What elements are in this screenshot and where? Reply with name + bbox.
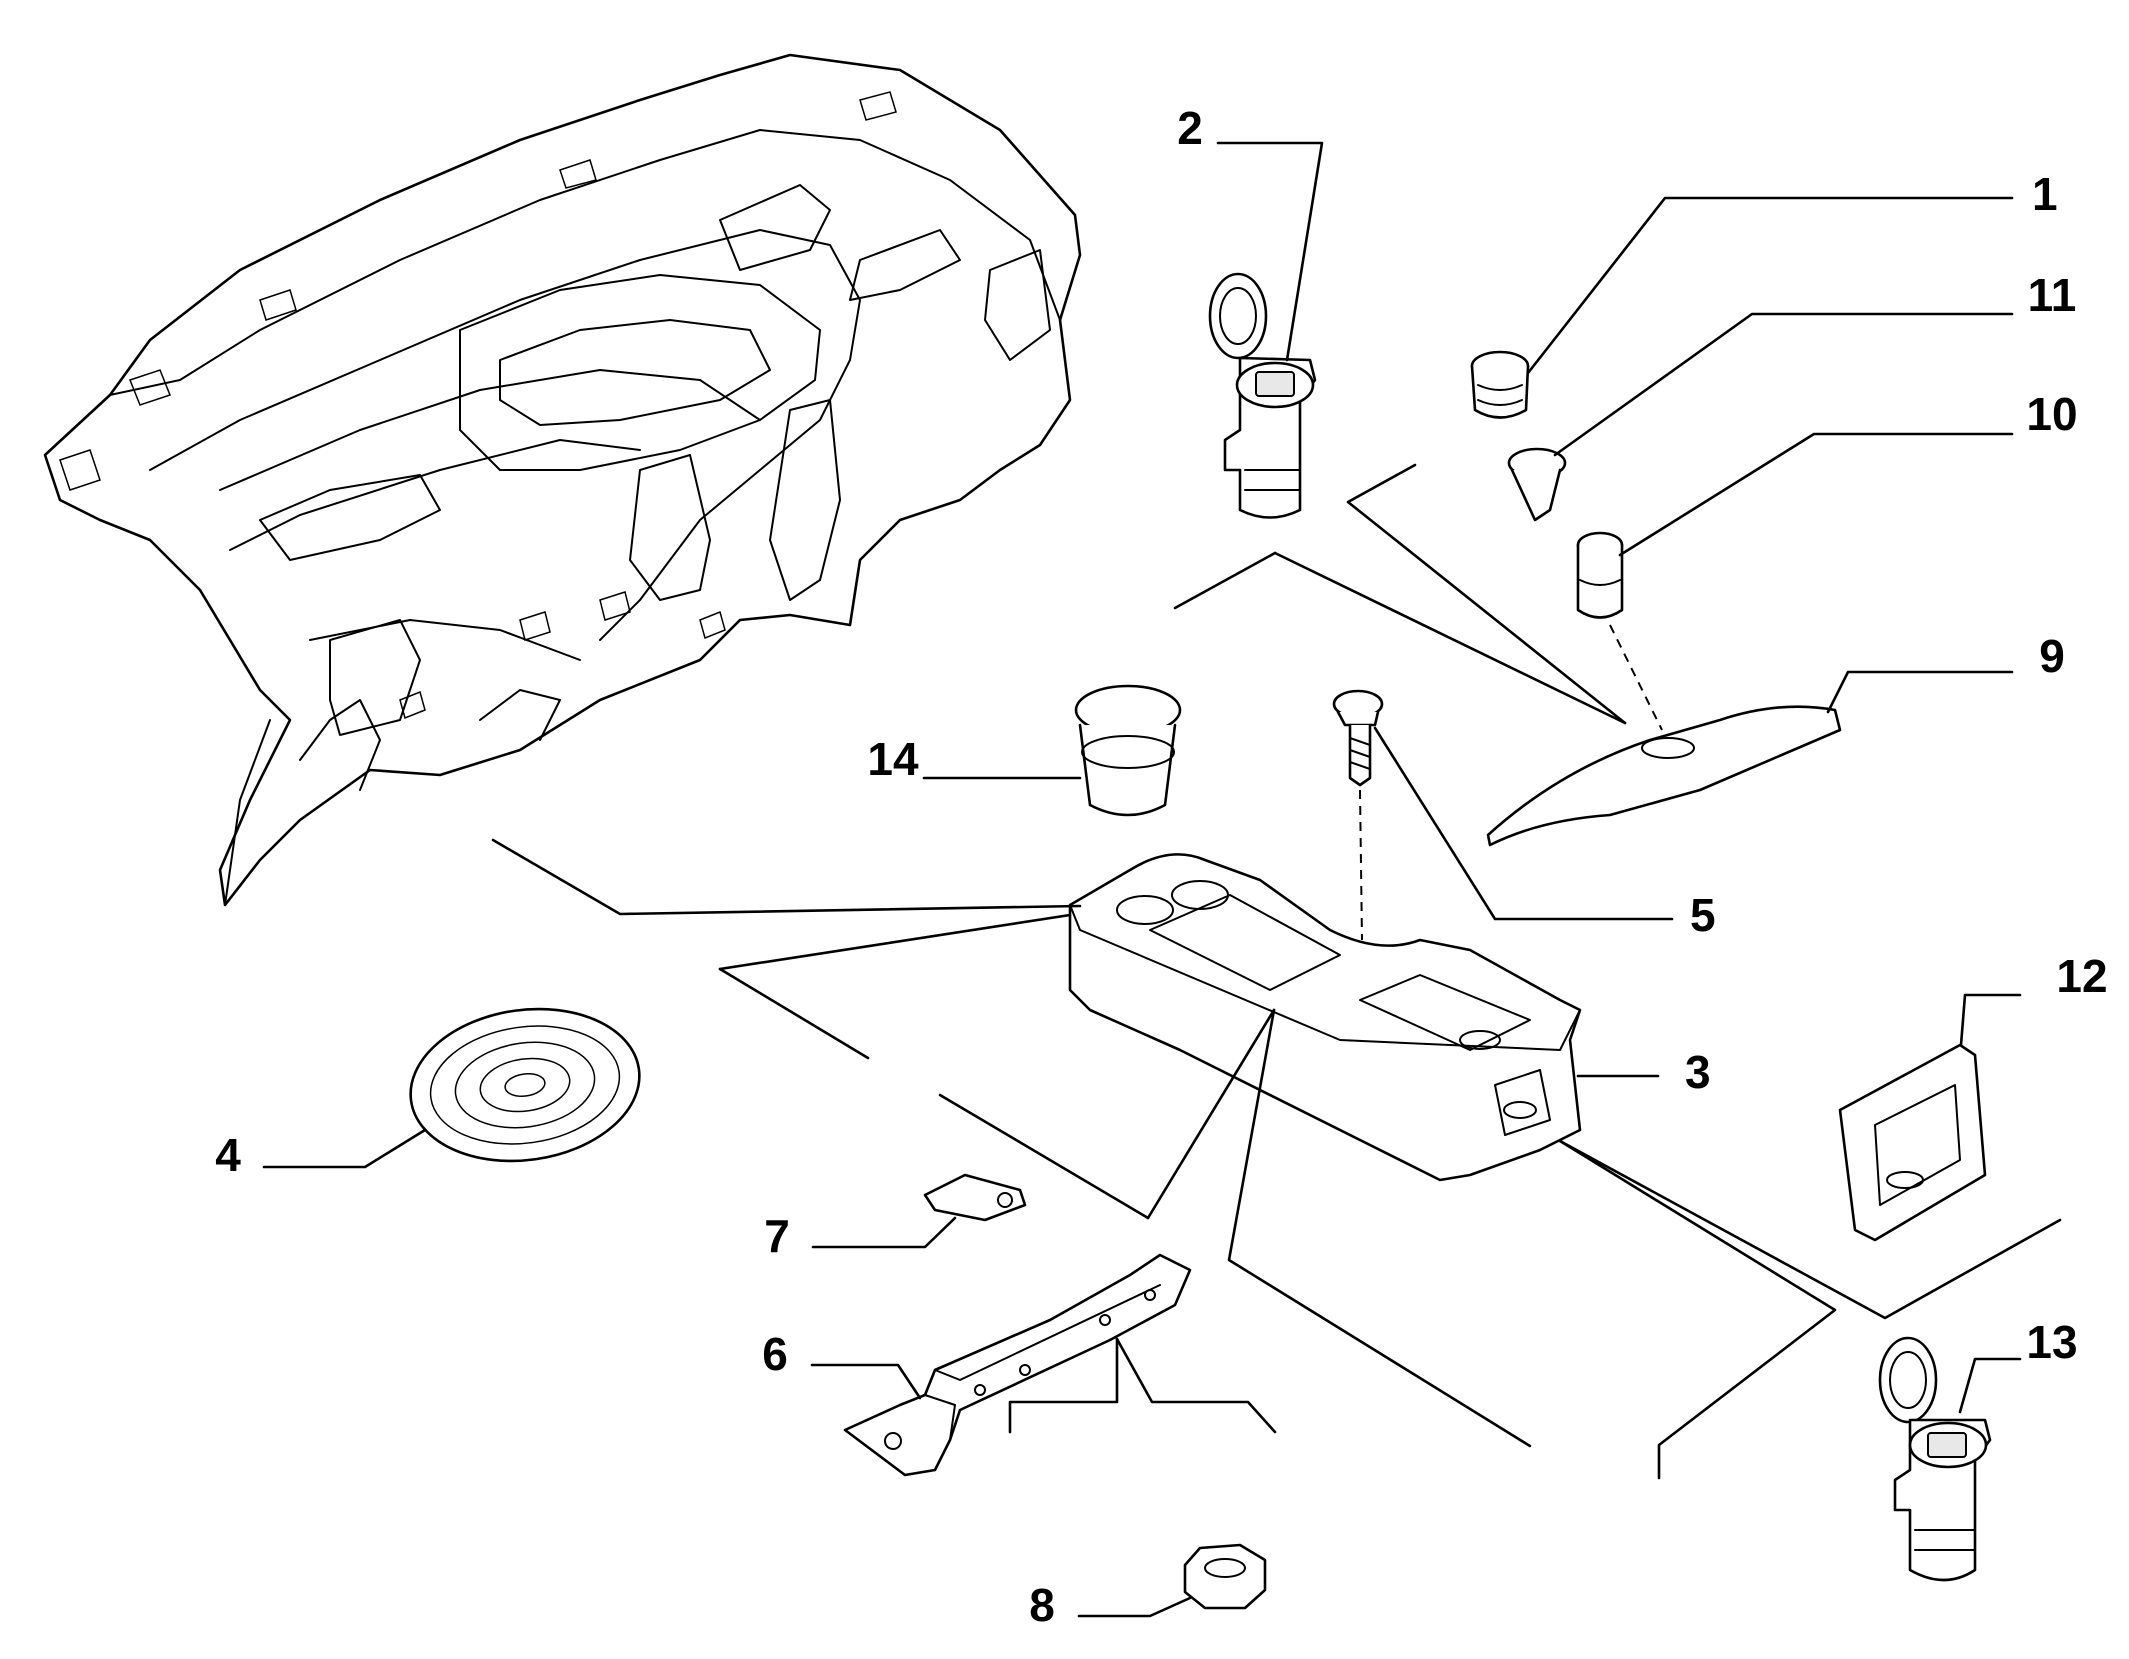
bracket-part-6 <box>843 1253 1192 1477</box>
grille-part-4 <box>409 1007 641 1163</box>
callout-6: 6 <box>762 1328 788 1380</box>
axis-line-10-9 <box>1609 624 1663 731</box>
callout-4: 4 <box>215 1129 241 1181</box>
callout-7: 7 <box>764 1210 790 1262</box>
console-part-3 <box>1068 853 1582 1182</box>
callout-5: 5 <box>1690 889 1716 941</box>
callout-1: 1 <box>2032 168 2058 220</box>
clip-part-7 <box>923 1173 1027 1222</box>
leader-lines <box>262 141 2022 1618</box>
axis-line-5-3 <box>1359 789 1363 941</box>
callout-8: 8 <box>1029 1579 1055 1631</box>
construction-lines <box>491 463 2062 1480</box>
callout-11: 11 <box>2028 269 2077 321</box>
plug-part-10 <box>1576 531 1624 619</box>
callout-13: 13 <box>2026 1316 2077 1368</box>
callout-12: 12 <box>2056 950 2107 1002</box>
trim-part-12 <box>1838 1043 1987 1242</box>
socket-part-2 <box>1208 272 1317 519</box>
callout-9: 9 <box>2039 630 2065 682</box>
callout-14: 14 <box>867 733 919 785</box>
nut-part-8 <box>1183 1543 1267 1610</box>
callout-3: 3 <box>1685 1046 1711 1098</box>
bezel-part-9 <box>1486 705 1842 847</box>
socket-part-13 <box>1878 1336 1992 1582</box>
cap-part-11 <box>1507 447 1567 522</box>
callout-labels: 1 2 3 4 5 6 7 8 9 10 11 12 13 14 <box>215 102 2107 1631</box>
screw-part-5 <box>1332 689 1384 787</box>
callout-10: 10 <box>2026 388 2077 440</box>
callout-2: 2 <box>1177 102 1203 154</box>
plug-part-1 <box>1470 350 1530 419</box>
dashboard-drawing <box>43 53 1082 907</box>
ashtray-part-14 <box>1074 684 1182 817</box>
